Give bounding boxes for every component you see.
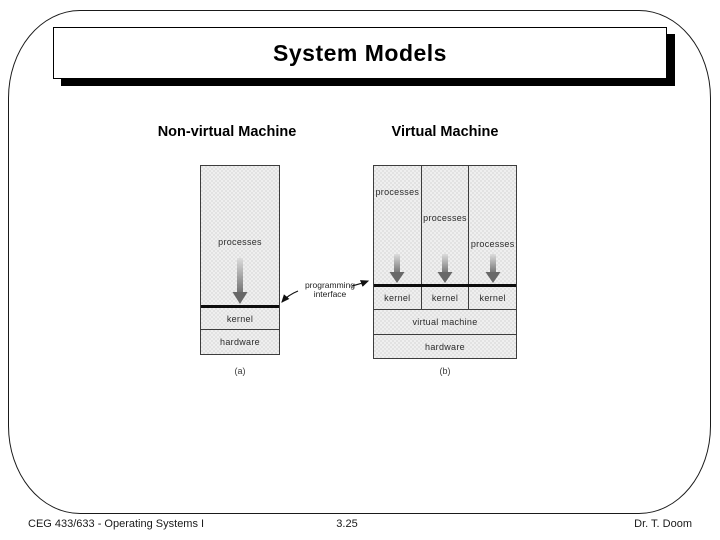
hardware-label: hardware [425, 342, 465, 352]
programming-interface-line1: programming [304, 280, 356, 290]
processes-label: processes [423, 213, 467, 223]
kernel-section: kernel [201, 305, 279, 330]
down-arrow-icon [389, 254, 406, 284]
kernel-label: kernel [479, 293, 506, 303]
down-arrow-icon [437, 254, 454, 284]
footer-author: Dr. T. Doom [634, 518, 692, 530]
footer-course: CEG 433/633 - Operating Systems I [28, 518, 205, 530]
kernel-label: kernel [226, 313, 254, 324]
processes-label: processes [470, 239, 515, 249]
heading-non-virtual-machine: Non-virtual Machine [157, 124, 297, 140]
down-arrow-icon [232, 258, 249, 305]
kernel-cell-3: kernel [469, 287, 516, 309]
heading-virtual-machine: Virtual Machine [391, 124, 499, 140]
kernel-cell-1: kernel [374, 287, 422, 309]
processes-label: processes [218, 237, 262, 247]
vm-column-2: processes [422, 166, 470, 284]
slide-rounded-border [8, 10, 711, 514]
down-arrow-icon [484, 254, 501, 284]
kernel-label: kernel [384, 293, 411, 303]
interface-pointer-arrows-icon [281, 280, 370, 303]
programming-interface-label: programming interface [296, 281, 364, 299]
hardware-section: hardware [201, 330, 279, 354]
figure-a-caption: (a) [234, 366, 246, 376]
title-box: System Models [53, 27, 667, 79]
processes-label: processes [375, 187, 420, 197]
virtual-machine-section: virtual machine [374, 309, 516, 334]
non-virtual-machine-figure: processes kernel hardware [200, 165, 280, 355]
vm-process-columns: processes processes proc [374, 166, 516, 284]
slide-title: System Models [273, 39, 447, 66]
vm-kernel-row: kernel kernel kernel [374, 284, 516, 309]
hardware-label: hardware [220, 337, 260, 347]
programming-interface-line2: interface [313, 289, 347, 299]
hardware-section: hardware [374, 334, 516, 359]
processes-section: processes [201, 166, 279, 305]
virtual-machine-figure: processes processes proc [373, 165, 517, 359]
kernel-label: kernel [431, 293, 459, 303]
figure-b-caption: (b) [439, 366, 451, 376]
virtual-machine-label: virtual machine [412, 317, 478, 327]
vm-column-1: processes [374, 166, 422, 284]
vm-column-3: processes [469, 166, 516, 284]
footer-page-number: 3.25 [336, 518, 358, 530]
kernel-cell-2: kernel [422, 287, 470, 309]
